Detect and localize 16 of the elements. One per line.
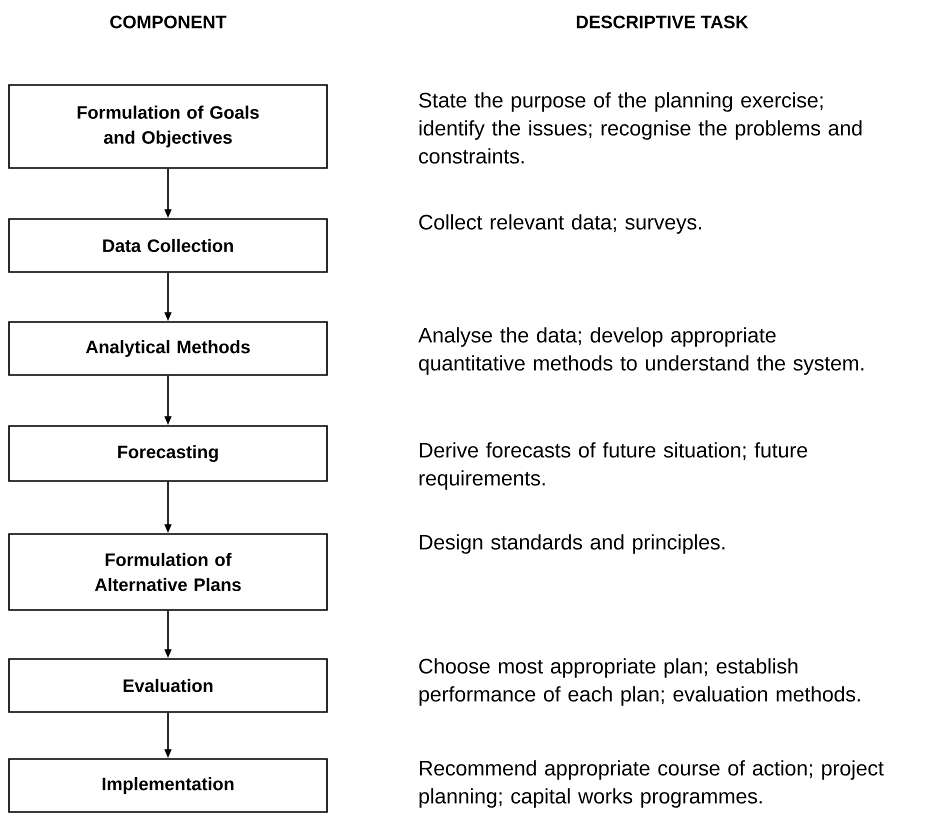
description-text: Design standards and principles.	[420, 534, 724, 554]
description-text: Recommend appropriate course of action; project planning; capital works programmes.	[420, 760, 884, 808]
process-box: Formulation of Goals and Objectives	[8, 84, 328, 169]
description-text: Collect relevant data; surveys.	[419, 214, 702, 234]
process-box: Data Collection	[8, 218, 328, 273]
process-box: Analytical Methods	[8, 321, 328, 376]
description-text: Analyse the data; develop appropriate quantitative methods to understand the system.	[418, 327, 864, 375]
description-text: State the purpose of the planning exercise; identify the issues; recognise the problems and constraints.	[419, 92, 862, 164]
description-text: Choose most appropriate plan; establish performance of each plan; evaluation methods.	[419, 658, 860, 706]
column-heading: DESCRIPTIVE TASK	[576, 16, 748, 28]
process-box: Formulation of Alternative Plans	[8, 533, 328, 611]
column-heading: COMPONENT	[110, 16, 226, 28]
description-text: Derive forecasts of future situation; future requirements.	[420, 442, 808, 490]
process-box: Forecasting	[8, 425, 328, 482]
process-box: Implementation	[8, 758, 328, 813]
process-box: Evaluation	[8, 658, 328, 713]
